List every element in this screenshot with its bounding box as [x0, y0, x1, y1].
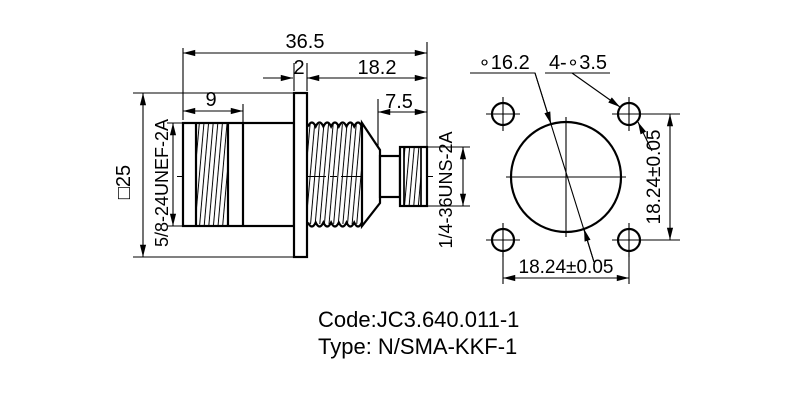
mounting-hole-top-left — [486, 97, 520, 131]
center-hole-leader-arrow-bottom — [583, 228, 595, 263]
sma-thread-spec-label: 1/4-36UNS-2A — [436, 131, 456, 248]
hole-crosshair — [486, 223, 520, 257]
sma-thread-hatch — [404, 148, 421, 205]
front-view: ∘16.2 4-∘3.5 18.24±0.05 18.24±0.05 — [470, 52, 680, 284]
sma-neck — [378, 154, 402, 199]
caption-block: Code:JC3.640.011-1 Type: N/SMA-KKF-1 — [318, 307, 519, 359]
mounting-holes-leader-arrow-top — [571, 72, 621, 108]
mounting-hole-top-right — [612, 97, 646, 131]
dim-hole-spacing-horizontal-label: 18.24±0.05 — [519, 257, 614, 278]
dim-sma-length-label: 7.5 — [385, 91, 413, 113]
panel-thread-hatch — [308, 124, 362, 224]
center-hole-crosshair — [506, 117, 626, 237]
dim-flange-thickness-label: 2 — [293, 57, 304, 79]
hole-crosshair — [486, 97, 520, 131]
side-view: 36.5 2 18.2 9 7.5 □25 5/8-24UNEF-2A 1/4-… — [113, 31, 470, 259]
hole-crosshair — [612, 223, 646, 257]
cone-transition — [360, 119, 382, 230]
mounting-flange — [292, 91, 309, 259]
n-thread-hatch — [196, 124, 228, 225]
front-view-extension-lines — [502, 113, 680, 284]
caption-type: Type: N/SMA-KKF-1 — [318, 334, 517, 359]
dim-n-thread-length-label: 9 — [205, 89, 216, 111]
panel-thread-crests-bottom — [307, 219, 363, 228]
mounting-hole-bottom-left — [486, 223, 520, 257]
dim-right-length-label: 18.2 — [358, 57, 397, 79]
dim-overall-length-label: 36.5 — [286, 31, 325, 53]
center-hole-diameter-label: ∘16.2 — [478, 52, 529, 74]
dim-flange-square-label: □25 — [113, 165, 135, 199]
caption-code: Code:JC3.640.011-1 — [318, 307, 519, 332]
center-hole-leader-arrow-top — [534, 72, 552, 125]
n-thread-spec-label: 5/8-24UNEF-2A — [152, 119, 172, 247]
panel-thread-crests-top — [307, 121, 363, 130]
mounting-hole-bottom-right — [612, 223, 646, 257]
hole-crosshair — [612, 97, 646, 131]
center-hole-leader — [470, 72, 595, 263]
mounting-holes-diameter-label: 4-∘3.5 — [549, 52, 607, 74]
dim-hole-spacing-vertical-label: 18.24±0.05 — [644, 130, 665, 225]
mounting-holes-leader-arrow-bottom — [637, 121, 653, 152]
